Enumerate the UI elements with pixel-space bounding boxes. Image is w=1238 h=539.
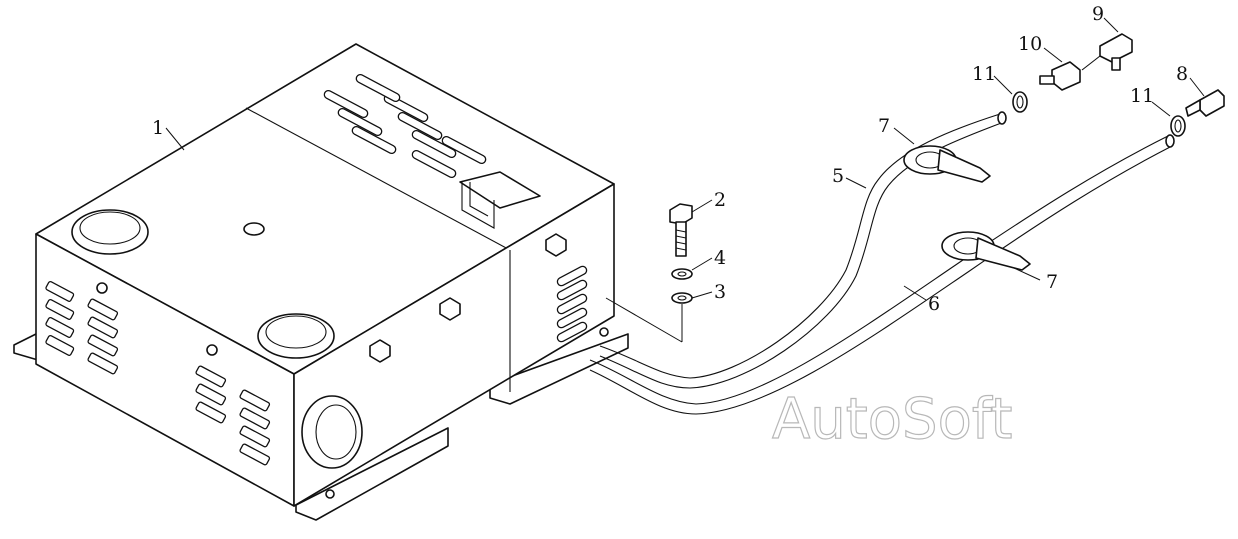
housing-right-face — [293, 183, 615, 507]
front-vents-right — [195, 344, 271, 466]
heater-unit — [13, 43, 629, 521]
hose-clamp-lower — [1170, 115, 1186, 137]
bolt — [669, 203, 693, 257]
callout-11-lower: 11 — [1130, 85, 1154, 107]
top-bracket — [459, 171, 541, 229]
clamp-upper — [903, 145, 991, 183]
mounting-bracket-front — [295, 427, 449, 521]
adapter-fitting — [1039, 61, 1081, 91]
end-vents — [556, 265, 588, 343]
callout-8: 8 — [1176, 63, 1188, 85]
top-plug — [243, 222, 265, 236]
callout-11-upper: 11 — [972, 63, 996, 85]
callout-7-lower: 7 — [1046, 271, 1058, 293]
spring-washer — [671, 268, 693, 280]
callout-4: 4 — [714, 247, 726, 269]
callout-1: 1 — [152, 117, 164, 139]
elbow-fitting — [1081, 33, 1133, 71]
callout-7-upper: 7 — [878, 115, 890, 137]
leader-lines — [165, 17, 1205, 301]
nipple-fitting — [1185, 89, 1225, 117]
mounting-bracket-left — [13, 332, 39, 361]
callout-2: 2 — [714, 189, 726, 211]
callout-3: 3 — [714, 281, 726, 303]
front-vents-left — [45, 280, 119, 375]
clamp-lower — [941, 231, 1031, 271]
callout-6: 6 — [928, 293, 940, 315]
hose-clamp-upper — [1012, 91, 1028, 113]
top-vents — [323, 73, 487, 179]
coolant-pipe-6 — [589, 134, 1175, 415]
top-hatch-left — [71, 209, 149, 255]
callout-5: 5 — [832, 165, 844, 187]
mounting-bracket-rear — [489, 333, 629, 405]
callout-labels: 1 2 3 4 5 6 7 7 8 9 10 11 11 — [152, 3, 1188, 315]
callout-10: 10 — [1018, 33, 1042, 55]
air-outlet — [301, 395, 363, 469]
watermark: AutoSoft — [772, 387, 1013, 452]
callout-9: 9 — [1092, 3, 1104, 25]
top-hatch-right — [257, 313, 335, 359]
side-nuts — [369, 233, 567, 363]
flat-washer — [671, 292, 693, 304]
